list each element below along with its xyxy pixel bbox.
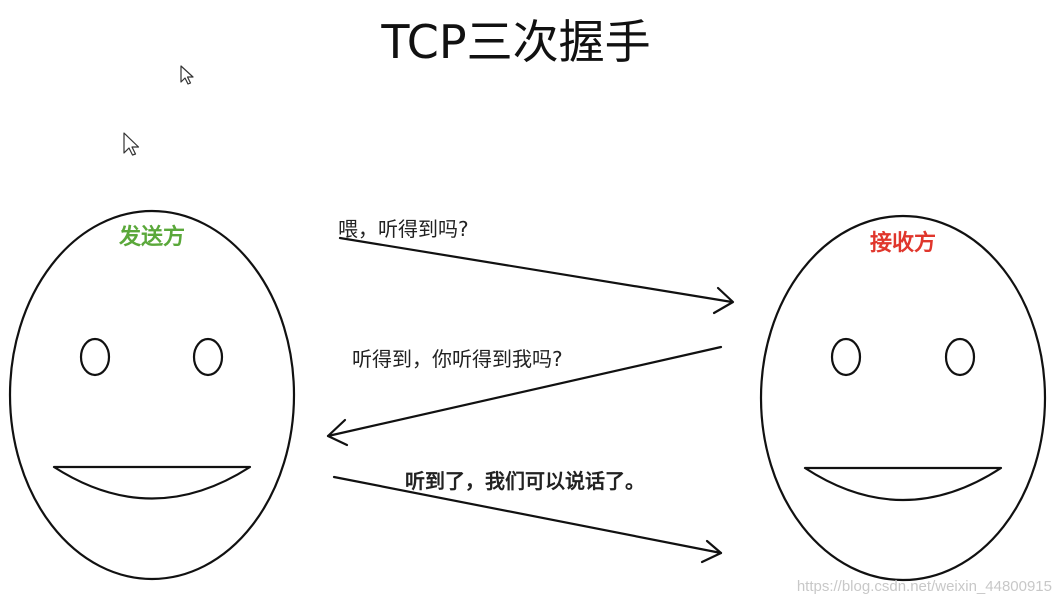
arrow-2-head [326,418,349,447]
receiver-head [759,214,1047,582]
mouse-pointer-icon [123,132,140,156]
receiver-label: 接收方 [870,230,936,256]
receiver-mouth [803,466,1003,501]
message-3-text: 听到了，我们可以说话了。 [405,469,645,493]
arrow-3-line [332,475,723,555]
watermark-text: https://blog.csdn.net/weixin_44800915 [797,578,1052,595]
arrow-1-head [712,286,735,315]
receiver-face: 接收方 [759,214,1047,582]
sender-head [8,209,296,581]
message-2: 听得到，你听得到我吗? [326,345,723,447]
message-1-text: 喂，听得到吗? [338,217,469,241]
arrow-1-line [338,236,734,304]
sender-mouth [52,465,252,500]
arrow-3-head [700,539,723,564]
receiver-left-eye [830,337,862,377]
page-title: TCP三次握手 [380,15,650,69]
sender-left-eye [79,337,111,377]
message-3: 听到了，我们可以说话了。 [332,469,723,564]
mouse-pointer-icon [180,65,194,85]
sender-right-eye [192,337,224,377]
arrow-2-line [326,345,723,438]
sender-label: 发送方 [118,224,185,250]
message-1: 喂，听得到吗? [338,217,735,315]
message-2-text: 听得到，你听得到我吗? [352,347,563,371]
sender-face: 发送方 [8,209,296,581]
receiver-right-eye [944,337,976,377]
